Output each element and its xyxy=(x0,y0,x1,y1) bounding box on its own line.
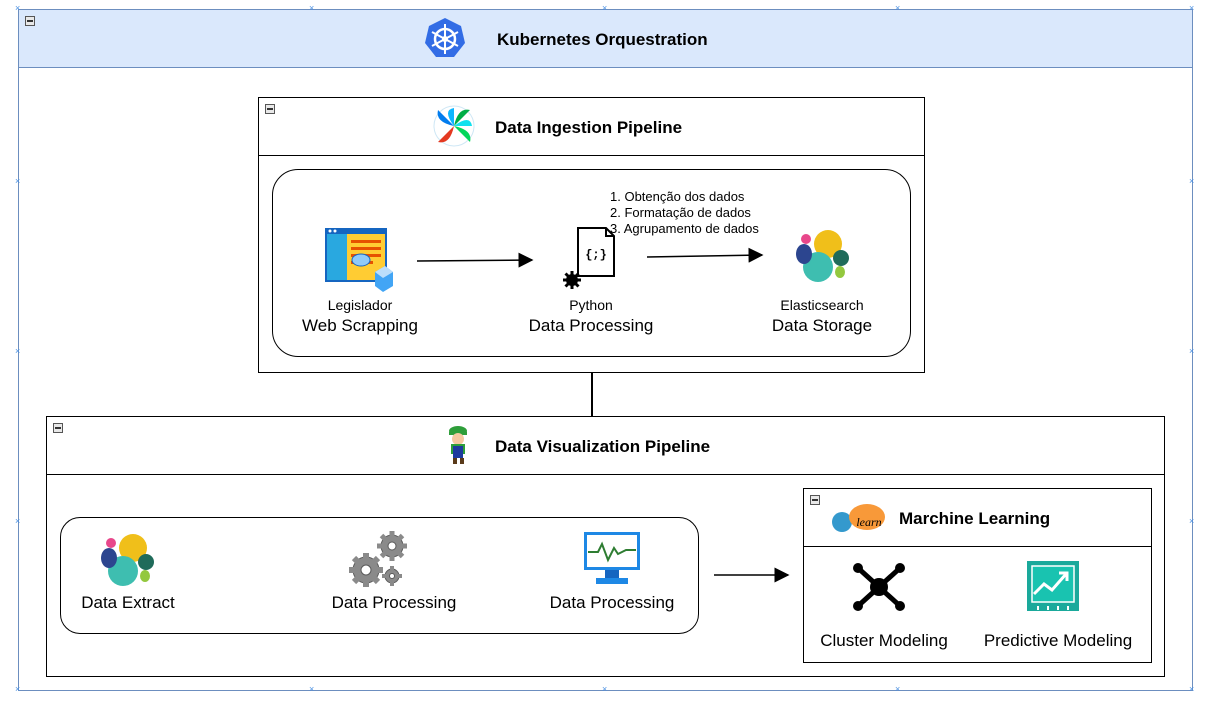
processing-steps-note: 1. Obtenção dos dados 2. Formatação de d… xyxy=(610,189,759,237)
handle-top-1[interactable] xyxy=(309,5,316,13)
ml-collapse-button[interactable] xyxy=(810,495,820,505)
handle-right-1[interactable] xyxy=(1189,178,1196,186)
kubernetes-header xyxy=(18,9,1193,68)
cluster-network-icon xyxy=(853,563,905,611)
arrow-processing-to-storage xyxy=(646,247,764,263)
handle-bottom-left[interactable] xyxy=(15,686,22,694)
visualization-pipeline-header xyxy=(46,416,1165,475)
handle-bottom-3[interactable] xyxy=(895,686,902,694)
ingestion-title: Data Ingestion Pipeline xyxy=(495,118,683,137)
ingestion-collapse-button[interactable] xyxy=(265,104,275,114)
visualization-collapse-button[interactable] xyxy=(53,423,63,433)
data-processing-label-2: Data Processing xyxy=(549,593,675,612)
handle-bottom-2[interactable] xyxy=(602,686,609,694)
handle-bottom-right[interactable] xyxy=(1189,686,1196,694)
gears-processing-icon xyxy=(349,531,407,587)
processing-step-2: 2. Formatação de dados xyxy=(610,205,751,220)
processing-step-1: 1. Obtenção dos dados xyxy=(610,189,745,204)
handle-bottom-1[interactable] xyxy=(309,686,316,694)
airflow-pinwheel-icon xyxy=(433,105,475,147)
visualization-title: Data Visualization Pipeline xyxy=(495,437,711,456)
cluster-modeling-label: Cluster Modeling xyxy=(820,631,948,650)
python-processing-label: Data Processing xyxy=(528,316,654,335)
predictive-modeling-label: Predictive Modeling xyxy=(983,631,1133,650)
luigi-character-icon xyxy=(446,426,470,464)
kubernetes-collapse-button[interactable] xyxy=(25,16,35,26)
data-storage-label: Data Storage xyxy=(771,316,873,335)
handle-right-3[interactable] xyxy=(1189,518,1196,526)
handle-left-3[interactable] xyxy=(15,518,22,526)
python-caption: Python xyxy=(569,297,613,313)
web-scrapping-caption: Legislador xyxy=(327,297,393,313)
python-code-file-icon: {;} xyxy=(563,227,615,289)
predictive-trend-chart-icon xyxy=(1027,561,1079,611)
handle-top-2[interactable] xyxy=(602,5,609,13)
svg-text:{;}: {;} xyxy=(585,248,607,262)
data-processing-label-1: Data Processing xyxy=(331,593,457,612)
scikit-learn-logo-icon: learn xyxy=(832,504,885,532)
handle-left-2[interactable] xyxy=(15,348,22,356)
kubernetes-title: Kubernetes Orquestration xyxy=(497,30,708,49)
handle-right-2[interactable] xyxy=(1189,348,1196,356)
web-scrapping-icon xyxy=(325,228,393,292)
elasticsearch-caption: Elasticsearch xyxy=(780,297,864,313)
monitor-chart-icon xyxy=(584,532,640,584)
processing-step-3: 3. Agrupamento de dados xyxy=(610,221,759,236)
handle-top-3[interactable] xyxy=(895,5,902,13)
web-scrapping-label: Web Scrapping xyxy=(302,316,418,335)
arrow-scrapping-to-processing xyxy=(416,252,534,268)
handle-top-right[interactable] xyxy=(1189,5,1196,13)
ingestion-pipeline-header xyxy=(258,97,925,156)
kubernetes-icon xyxy=(425,18,465,57)
pipeline-connector xyxy=(591,372,593,416)
ml-title: Marchine Learning xyxy=(899,509,1051,528)
data-extract-elasticsearch-icon xyxy=(101,534,154,586)
handle-left-1[interactable] xyxy=(15,178,22,186)
handle-top-left[interactable] xyxy=(15,5,22,13)
elasticsearch-icon xyxy=(796,230,849,282)
data-extract-label: Data Extract xyxy=(81,593,175,612)
scikit-learn-logo-text: learn xyxy=(856,515,881,529)
